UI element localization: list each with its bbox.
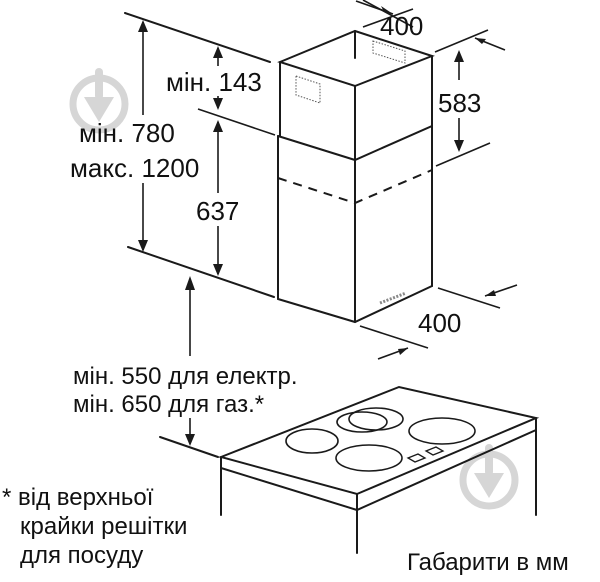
cooktop — [217, 385, 540, 554]
label-583: 583 — [438, 88, 482, 118]
hood-control-panel-icon — [379, 291, 407, 305]
dimension-top-width — [355, 0, 506, 53]
upper-chimney — [277, 29, 435, 161]
hood-bottom-line — [127, 246, 275, 298]
label-hob-electric: мін. 550 для електр. — [73, 363, 298, 390]
label-bottom-width: 400 — [418, 308, 462, 338]
units-caption: Габарити в мм — [407, 549, 569, 576]
download-watermark-icon — [459, 444, 519, 510]
vent-grille-icon — [295, 40, 406, 104]
dimension-min-143 — [197, 46, 276, 136]
dimension-637 — [213, 120, 223, 276]
footnote-line-1: * від верхньої — [2, 484, 154, 511]
ceiling-line — [124, 12, 271, 63]
label-min-143: мін. 143 — [166, 67, 262, 97]
dimension-total-height — [138, 20, 148, 252]
download-watermark-icon — [69, 68, 129, 134]
burner-icon — [285, 407, 476, 472]
label-top-width: 400 — [380, 11, 424, 41]
footnote-line-3: для посуду — [20, 542, 144, 569]
label-min-780: мін. 780 — [79, 118, 175, 148]
dimension-hob-distance — [159, 276, 219, 458]
hob-control-icon — [406, 446, 445, 463]
dimension-bottom-width — [359, 284, 518, 360]
dimension-583 — [435, 50, 491, 167]
label-hob-gas: мін. 650 для газ.* — [73, 391, 265, 418]
label-637: 637 — [196, 196, 240, 226]
footnote-line-2: крайки решітки — [20, 513, 188, 540]
lower-chimney — [277, 125, 433, 324]
label-max-1200: макс. 1200 — [70, 153, 200, 183]
